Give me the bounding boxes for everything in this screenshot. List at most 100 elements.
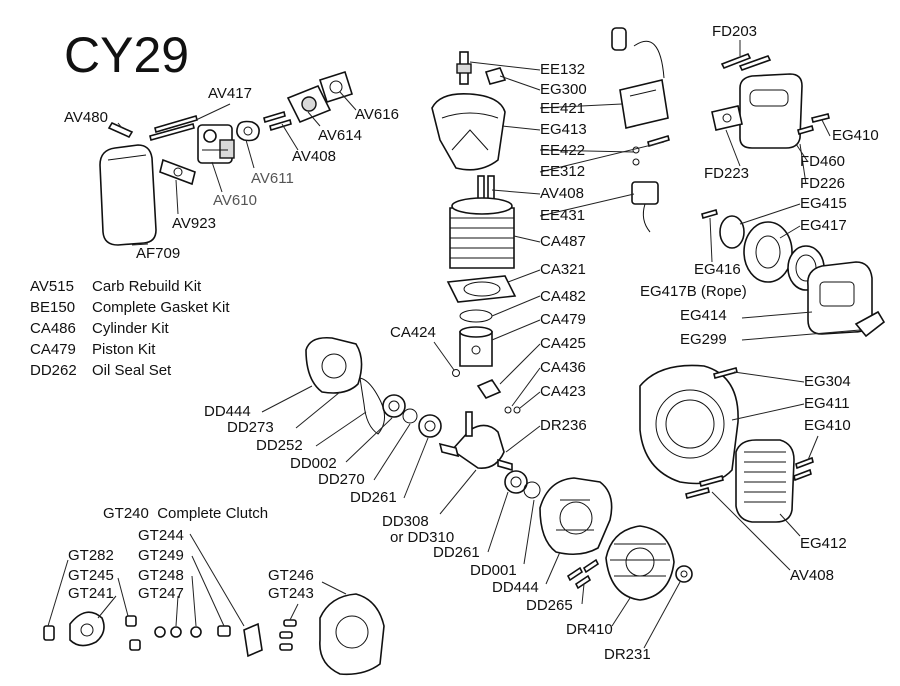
label-dd261-left: DD261 (350, 489, 397, 506)
housing-screws (685, 367, 814, 499)
cylinder (449, 197, 515, 269)
intake-spacer (236, 120, 260, 142)
label-dd261-right: DD261 (433, 544, 480, 561)
kit-code: CA486 (30, 320, 76, 337)
label-dd308: DD308 (382, 513, 429, 530)
model-title: CY29 (64, 27, 190, 83)
label-gt241: GT241 (68, 585, 114, 602)
clutch-heading-desc: Complete Clutch (157, 505, 269, 522)
label-eg411: EG411 (804, 395, 850, 412)
carb-gasket (159, 158, 196, 186)
crank-bearings-left (382, 394, 442, 438)
flywheel-screws (566, 558, 600, 590)
label-av616: AV616 (355, 106, 399, 123)
label-gt247: GT247 (138, 585, 184, 602)
label-gt243: GT243 (268, 585, 314, 602)
engine-shroud (735, 439, 795, 523)
muffler (739, 73, 803, 149)
label-gt249: GT249 (138, 547, 184, 564)
flywheel (605, 525, 675, 601)
label-dr231: DR231 (604, 646, 651, 663)
label-ee132: EE132 (540, 61, 586, 78)
starter-handle (854, 310, 886, 338)
kit-code: CA479 (30, 341, 76, 358)
kit-item: DD262 Oil Seal Set (30, 363, 171, 379)
muffler-gasket (711, 105, 743, 131)
label-av610: AV610 (213, 192, 257, 209)
kit-code: AV515 (30, 278, 74, 295)
kit-desc: Cylinder Kit (92, 320, 169, 337)
carburetor (197, 124, 235, 164)
pin-clips (452, 369, 521, 414)
coil-screws (632, 134, 670, 166)
clutch-spring (43, 625, 55, 641)
plug-boot (484, 67, 507, 85)
manifold-screws (263, 110, 292, 132)
label-ca425: CA425 (540, 335, 586, 352)
kit-desc: Carb Rebuild Kit (92, 278, 202, 295)
leader-lines (47, 40, 861, 649)
label-fd223: FD223 (704, 165, 750, 182)
label-gt244: GT244 (138, 527, 184, 544)
starter-pawl (719, 215, 745, 249)
label-eg412: EG412 (800, 535, 847, 552)
label-ee431: EE431 (540, 207, 586, 224)
spark-plug (456, 51, 472, 85)
label-dd444-left: DD444 (204, 403, 251, 420)
air-filter-cover (99, 144, 157, 246)
cylinder-cover (431, 92, 506, 171)
clutch-screws (279, 619, 297, 651)
label-eg413: EG413 (540, 121, 587, 138)
label-av408-bottom: AV408 (790, 567, 834, 584)
fan-housing (639, 364, 739, 485)
label-ca423: CA423 (540, 383, 586, 400)
crankcase-right (539, 477, 613, 556)
label-eg299: EG299 (680, 331, 727, 348)
clutch-heading-code: GT240 (103, 505, 149, 522)
label-eg415: EG415 (800, 195, 847, 212)
label-ee422: EE422 (540, 142, 586, 159)
label-eg417: EG417 (800, 217, 847, 234)
kit-code: BE150 (30, 299, 76, 316)
ignition-coil (611, 27, 669, 129)
label-ca321: CA321 (540, 261, 586, 278)
clutch-pin (217, 625, 231, 637)
fuel-line-clip (107, 121, 134, 139)
label-av480: AV480 (64, 109, 108, 126)
kit-code: DD262 (30, 362, 77, 379)
label-dd273: DD273 (227, 419, 274, 436)
kit-desc: Oil Seal Set (92, 362, 172, 379)
label-dd270: DD270 (318, 471, 365, 488)
wrist-pin (476, 379, 502, 399)
crankcase-left (305, 336, 363, 394)
clutch-washers (154, 626, 202, 638)
label-av417: AV417 (208, 85, 252, 102)
label-ca479: CA479 (540, 311, 586, 328)
piston-ring (459, 309, 493, 323)
kit-desc: Complete Gasket Kit (92, 299, 230, 316)
label-gt282: GT282 (68, 547, 114, 564)
crankcase-gasket (359, 377, 385, 435)
crank-bearings-right (504, 470, 541, 499)
label-ca424: CA424 (390, 324, 436, 341)
clutch-heading: GT240 Complete Clutch (103, 506, 268, 522)
label-ca436: CA436 (540, 359, 586, 376)
label-gt248: GT248 (138, 567, 184, 584)
label-av611: AV611 (251, 170, 294, 187)
flywheel-nut (675, 565, 693, 583)
intake-gasket (318, 70, 354, 104)
kit-item: BE150 Complete Gasket Kit (30, 300, 230, 316)
label-fd460: FD460 (800, 153, 846, 170)
label-gt246: GT246 (268, 567, 314, 584)
label-fd226: FD226 (800, 175, 846, 192)
label-ca487: CA487 (540, 233, 586, 250)
ignition-switch (631, 181, 659, 233)
label-af709: AF709 (136, 245, 181, 262)
label-av923: AV923 (172, 215, 216, 232)
label-ee421: EE421 (540, 100, 586, 117)
label-dd002: DD002 (290, 455, 337, 472)
label-eg417b-rope: EG417B (Rope) (640, 283, 747, 300)
kit-desc: Piston Kit (92, 341, 156, 358)
label-dd310: or DD310 (390, 529, 455, 546)
